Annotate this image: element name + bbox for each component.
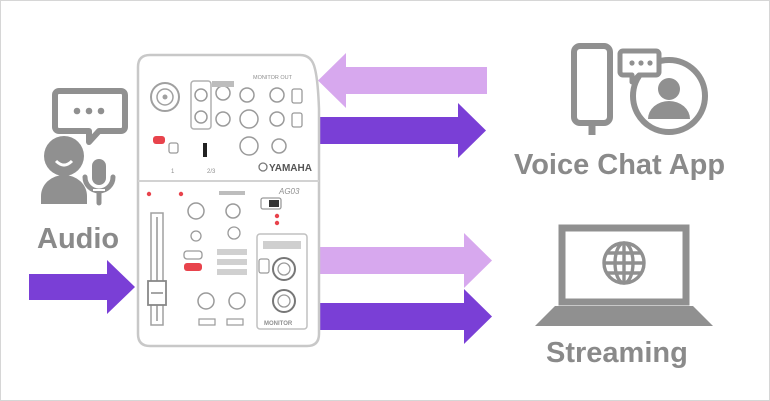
arrow-to-streaming-light — [318, 233, 492, 288]
mixer-model-label: AG03 — [278, 187, 300, 196]
app-chat-bubble-icon — [617, 48, 662, 85]
person-smile — [54, 159, 74, 167]
smartphone-icon — [571, 43, 613, 135]
mixer-ch23-label: 2/3 — [207, 169, 216, 175]
arrow-to-streaming-dark — [318, 289, 492, 344]
voice-chat-app-label: Voice Chat App — [514, 149, 726, 181]
mixer-monitor-out-label: MONITOR OUT — [253, 75, 293, 81]
arrow-audio-in — [29, 260, 135, 314]
laptop-icon — [535, 224, 713, 326]
mixer-red-button-1 — [153, 136, 165, 144]
globe-icon — [602, 241, 646, 285]
mixer-device: MONITOR OUT 1 2/3 YAMAHA AG03 — [136, 53, 321, 348]
mixer-ch1-label: 1 — [171, 169, 175, 175]
microphone-icon — [82, 159, 116, 206]
arrow-to-voice-app — [318, 103, 486, 158]
chat-bubble-icon — [52, 88, 128, 145]
mixer-mute-button — [184, 263, 202, 271]
avatar-icon — [630, 57, 708, 135]
audio-label: Audio — [37, 223, 120, 255]
mixer-brand-label: YAMAHA — [269, 163, 312, 174]
streaming-label: Streaming — [546, 337, 688, 369]
chat-dots — [73, 107, 105, 115]
person-icon — [41, 136, 87, 204]
arrow-from-voice-app — [318, 53, 487, 108]
mixer-monitor-label: MONITOR — [264, 321, 293, 327]
